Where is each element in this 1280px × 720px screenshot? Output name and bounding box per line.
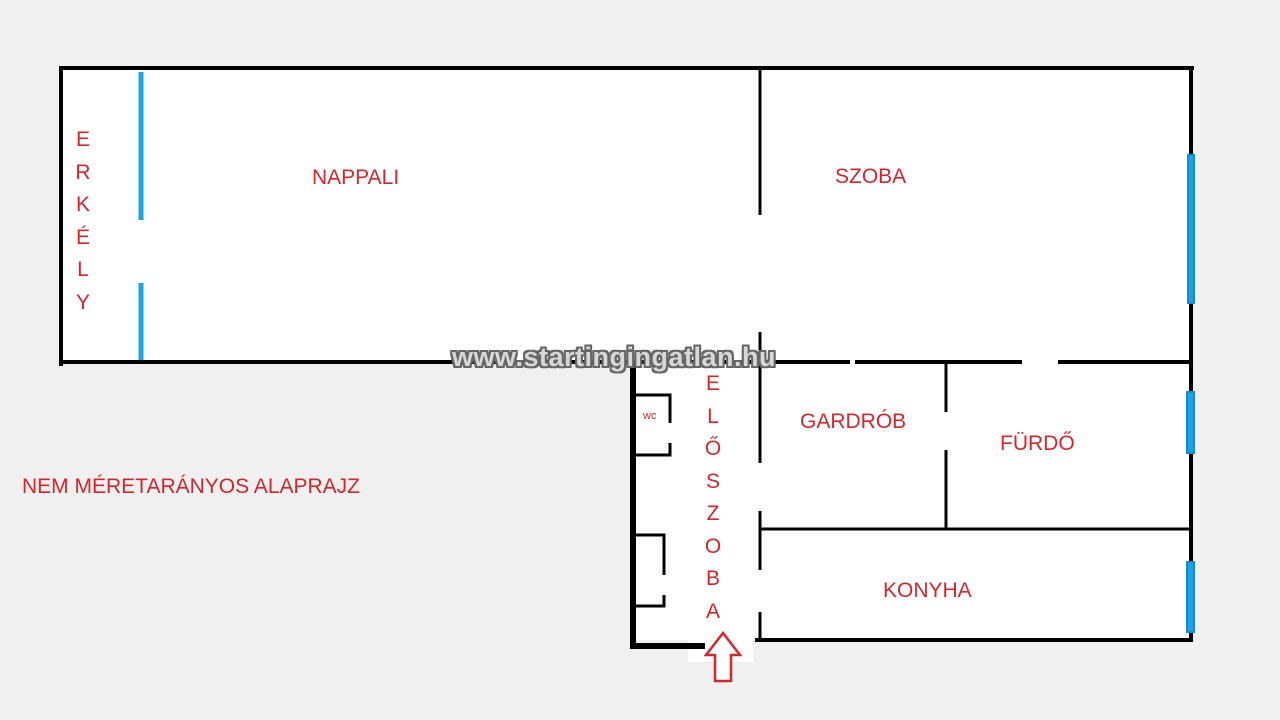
room-label-konyha: KONYHA (883, 579, 972, 602)
window-konyha (1186, 561, 1195, 633)
scale-note: NEM MÉRETARÁNYOS ALAPRAJZ (22, 475, 361, 498)
closet-walls (636, 533, 666, 608)
room-label-eloszoba: ELŐSZOBA (704, 372, 722, 623)
windows (1186, 154, 1195, 633)
lower-floor-area (633, 362, 1192, 640)
room-label-gardrob: GARDRÓB (800, 410, 907, 433)
upper-floor-area (61, 68, 1192, 362)
window-furdo (1186, 391, 1195, 454)
entrance-arrow-icon (703, 630, 743, 683)
watermark: www.startingingatlan.hu (452, 342, 777, 372)
room-label-erkely: ERKÉLY (75, 128, 91, 314)
room-label-szoba: SZOBA (835, 165, 907, 188)
wc-walls (636, 393, 672, 457)
room-label-wc: wc (643, 410, 657, 422)
window-szoba (1187, 154, 1195, 304)
room-label-nappali: NAPPALI (312, 166, 400, 189)
room-label-furdo: FÜRDŐ (1000, 432, 1075, 455)
